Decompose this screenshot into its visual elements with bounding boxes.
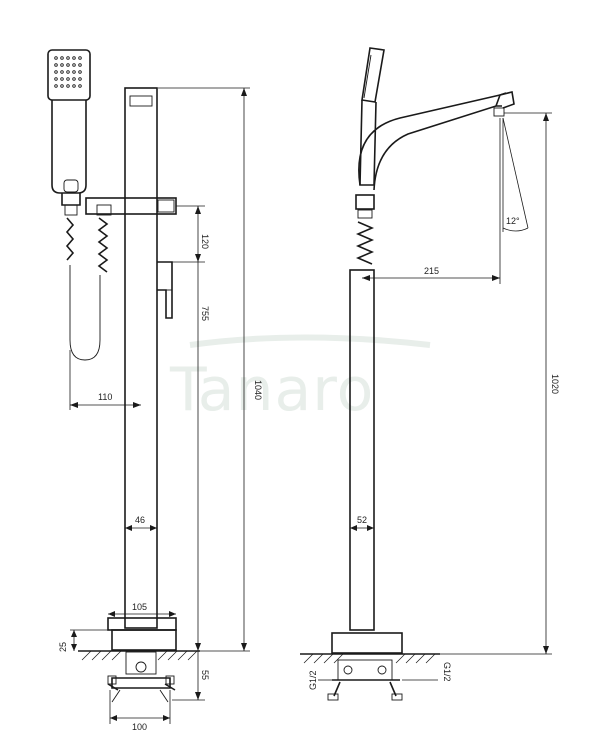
dim-spout-angle: 12° <box>506 216 520 226</box>
dimension-lines-left <box>69 87 250 724</box>
hand-shower <box>47 49 91 206</box>
dim-thread-left: G1/2 <box>308 670 318 690</box>
side-view: 215 1020 52 12° G1/2 G1/2 <box>300 47 560 701</box>
base <box>107 617 177 651</box>
under-floor-fittings <box>107 651 176 703</box>
watermark-swoosh <box>189 334 431 348</box>
front-view: 1040 120 755 55 25 110 46 105 100 <box>47 49 263 732</box>
hoses-side <box>355 194 375 265</box>
dim-height-total-side: 1020 <box>550 374 560 394</box>
dim-spout-reach: 215 <box>424 266 439 276</box>
dim-thread-right: G1/2 <box>442 662 452 682</box>
hoses <box>64 204 112 361</box>
mixer-lever <box>156 261 173 319</box>
column <box>124 87 158 629</box>
dimension-lines-right <box>350 112 552 655</box>
under-floor-fittings-side <box>318 659 438 701</box>
dim-floor-depth: 55 <box>200 670 210 680</box>
dim-bottom-width: 100 <box>132 722 147 732</box>
floor-side <box>300 653 440 664</box>
dim-height-total: 1040 <box>253 380 263 400</box>
dim-spout-offset: 120 <box>200 234 210 249</box>
dim-mixer-height: 755 <box>200 306 210 321</box>
base-side <box>331 632 403 654</box>
dim-handshower-offset: 110 <box>98 392 112 402</box>
dim-column-width-side: 52 <box>357 515 367 525</box>
spout <box>358 91 515 191</box>
dim-base-width: 105 <box>132 602 147 612</box>
column-side <box>349 269 375 631</box>
dim-column-width: 46 <box>135 515 145 525</box>
connection-arm <box>85 197 177 215</box>
hand-shower-side <box>359 47 385 186</box>
dim-base-height: 25 <box>58 642 68 652</box>
watermark: Tanaro <box>169 355 374 425</box>
